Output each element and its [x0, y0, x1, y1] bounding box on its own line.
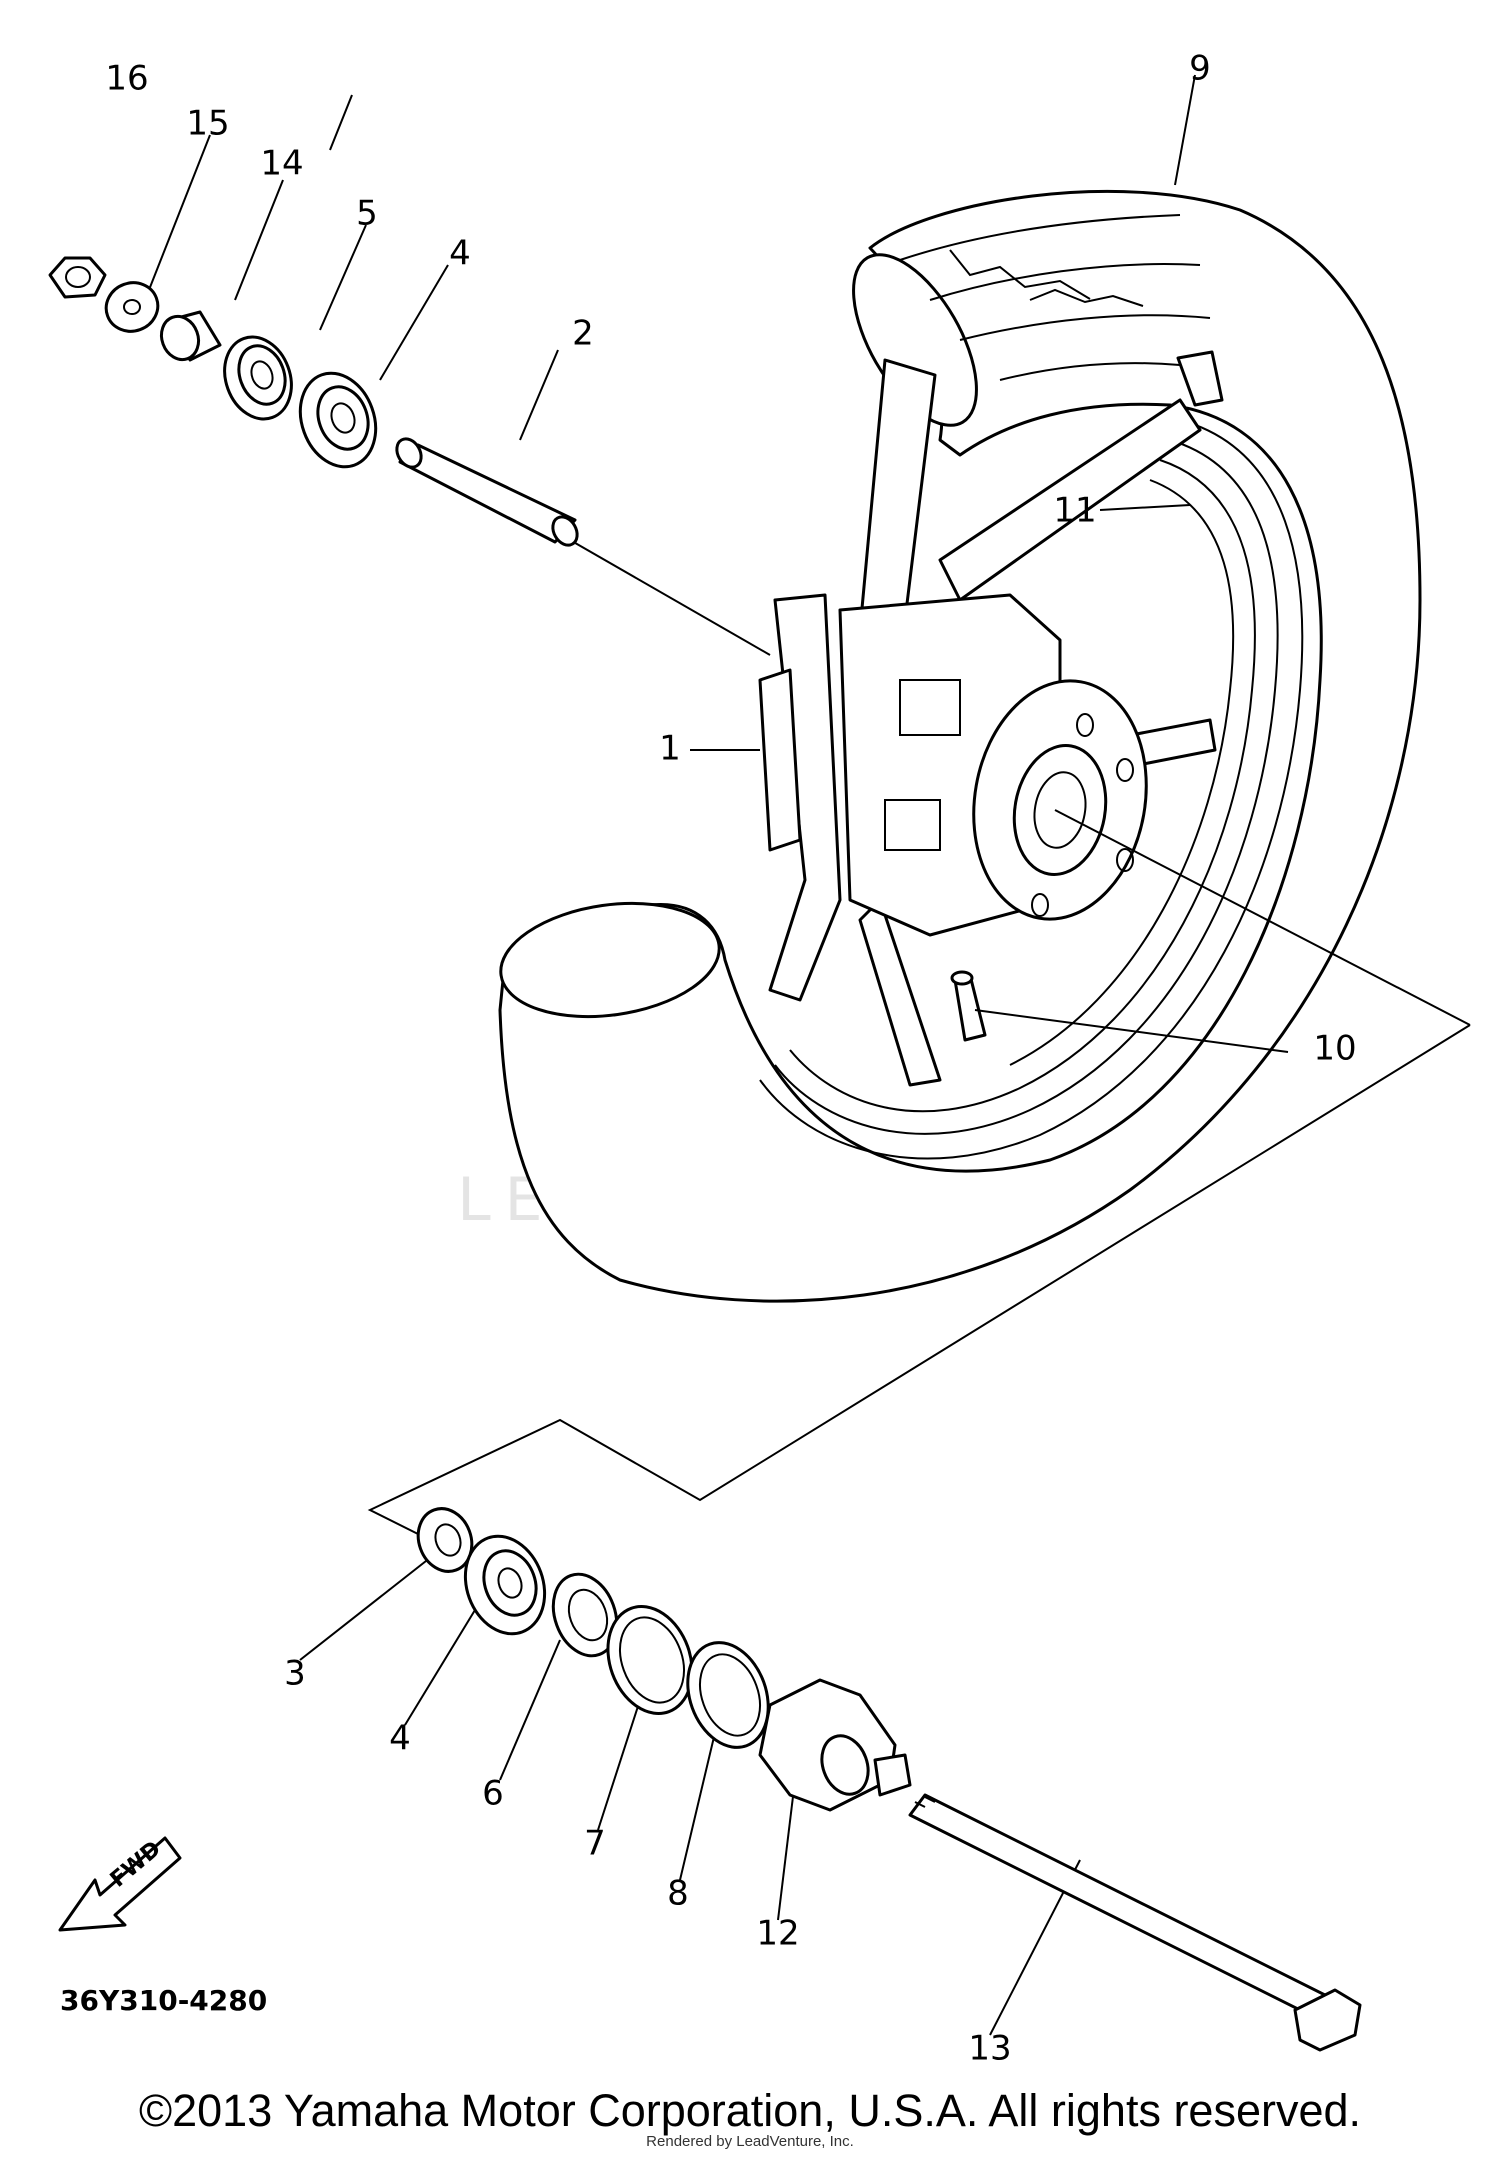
- part-labels: 1 2 3 4 4 5 6 7 8 9 10 11 12 13 14 15 16: [105, 49, 1356, 2069]
- part-label-16: 16: [105, 59, 148, 99]
- leader-15-line: [144, 134, 211, 301]
- balance-weight: [1176, 350, 1224, 407]
- rim-ring-1: [759, 419, 1304, 1160]
- axle-head: [1293, 1988, 1362, 2052]
- leader-hub-axis: [1054, 809, 1471, 1026]
- wheel-assembly: [498, 189, 1422, 1303]
- rendered-by-note: Rendered by LeadVenture, Inc.: [646, 2133, 854, 2150]
- tread-line-4: [999, 362, 1181, 381]
- bolt-hole-4: [1031, 893, 1049, 917]
- leader-11: [1099, 504, 1191, 511]
- tread-line-1: [899, 214, 1181, 261]
- rim-ring-2: [774, 439, 1279, 1135]
- part-label-9: 9: [1189, 49, 1211, 89]
- axle-nut: [48, 256, 107, 299]
- tread-line-2: [929, 263, 1201, 301]
- bolt-hole-1: [1076, 713, 1094, 737]
- leader-9: [1174, 74, 1196, 186]
- leader-14: [234, 179, 284, 301]
- spacer: [398, 443, 577, 544]
- copyright-notice: ©2013 Yamaha Motor Corporation, U.S.A. A…: [138, 2085, 1362, 2136]
- spoke-lower: [858, 898, 942, 1087]
- wheel-axle: [908, 1793, 1357, 2032]
- axle-threads: [914, 1796, 956, 1811]
- part-label-7: 7: [584, 1824, 606, 1864]
- hub-window-2: [884, 799, 941, 851]
- fwd-arrow: FWD: [58, 1836, 182, 1932]
- part-label-13: 13: [968, 2029, 1011, 2069]
- tire-section-bottom: [499, 901, 721, 1019]
- leader-4-top: [379, 264, 449, 381]
- leader-8: [679, 1719, 719, 1881]
- washer: [104, 281, 160, 333]
- part-label-6: 6: [482, 1774, 504, 1814]
- tread-pattern-2: [1029, 288, 1144, 307]
- part-label-3: 3: [284, 1654, 306, 1694]
- leader-5: [319, 224, 367, 331]
- hub-bearing-seat: [1012, 744, 1108, 876]
- leader-6: [499, 1639, 561, 1781]
- bolt-hole-3: [1116, 848, 1134, 872]
- leader-4-bottom: [404, 1609, 476, 1726]
- part-label-15: 15: [186, 104, 229, 144]
- leader-10: [974, 1009, 1289, 1053]
- part-label-11: 11: [1053, 491, 1096, 531]
- clutch-plate: [551, 1572, 619, 1658]
- spoke-right: [938, 398, 1202, 602]
- fwd-arrow-shape: [58, 1836, 182, 1932]
- hub-window-1: [899, 679, 961, 736]
- part-label-10: 10: [1313, 1029, 1356, 1069]
- tread-pattern-1: [949, 249, 1091, 300]
- part-label-14: 14: [260, 144, 303, 184]
- nut-hole: [65, 266, 91, 288]
- leader-lines: [144, 74, 1471, 2036]
- part-label-5: 5: [356, 194, 378, 234]
- tread-line-3: [959, 314, 1211, 341]
- rim-ring-3: [789, 459, 1256, 1113]
- bolt-hole-2: [1116, 758, 1134, 782]
- oil-seal: [416, 1507, 474, 1573]
- leader-12: [777, 1779, 796, 1921]
- diagram-code: 36Y310-4280: [60, 1984, 267, 2017]
- tire-section-top: [852, 253, 978, 427]
- leader-bracket: [367, 1024, 1471, 1541]
- leader-7: [597, 1699, 641, 1831]
- spoke-upper: [858, 358, 937, 632]
- rim-ring-4: [1009, 479, 1235, 1066]
- part-label-2: 2: [572, 314, 594, 354]
- leader-3: [299, 1549, 441, 1661]
- bottom-parts: [416, 1507, 1362, 2052]
- part-label-8: 8: [667, 1874, 689, 1914]
- valve-cap: [950, 970, 974, 986]
- leader-16: [329, 94, 353, 151]
- hub-left-flange: [758, 668, 802, 852]
- leader-axis-dash: [569, 539, 771, 656]
- part-label-12: 12: [756, 1914, 799, 1954]
- top-parts: [48, 256, 579, 547]
- leader-2: [519, 349, 559, 441]
- part-label-1: 1: [659, 729, 681, 769]
- part-label-4-top: 4: [449, 234, 471, 274]
- hub-bore: [1033, 771, 1087, 849]
- part-label-4-bottom: 4: [389, 1719, 411, 1759]
